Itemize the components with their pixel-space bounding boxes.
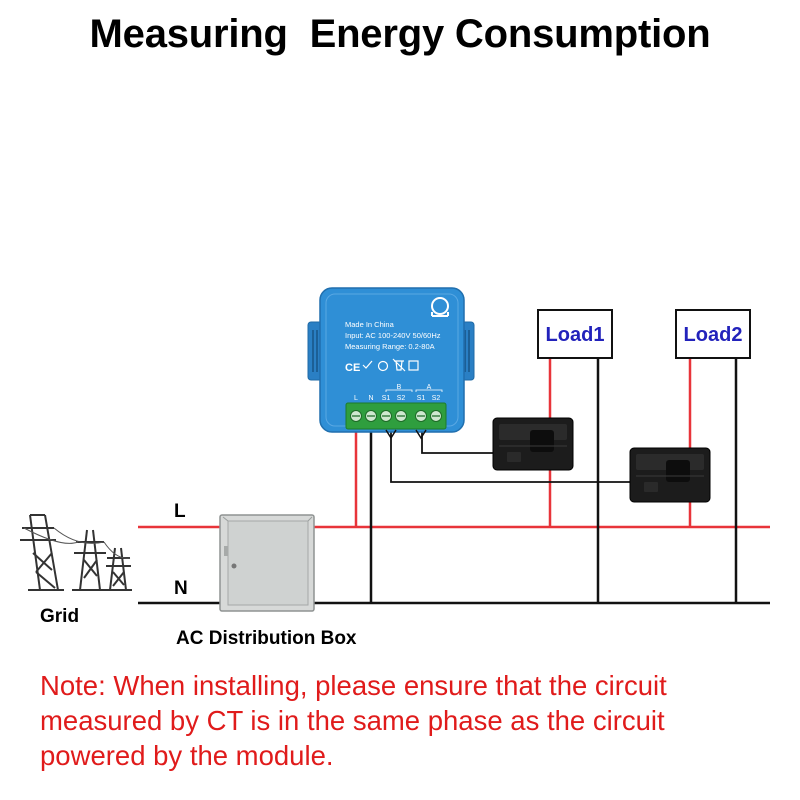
terminal-label-b-s2: S2 xyxy=(397,395,406,402)
load1-box: Load1 xyxy=(537,309,613,359)
terminal-screws xyxy=(350,410,442,422)
module-input-rating: Input: AC 100-240V 50/60Hz xyxy=(345,331,441,340)
ac-distribution-box xyxy=(219,514,315,612)
installation-note: Note: When installing, please ensure tha… xyxy=(40,668,760,773)
terminal-label-l: L xyxy=(354,395,358,402)
load2-box: Load2 xyxy=(675,309,751,359)
box-lock-icon xyxy=(231,563,237,569)
terminal-label-a-s2: S2 xyxy=(432,395,441,402)
tower-large xyxy=(20,514,64,591)
module-made-in: Made In China xyxy=(345,320,395,329)
neutral-line-label: N xyxy=(174,578,188,599)
grid-label: Grid xyxy=(40,606,79,627)
terminal-group-b-label: B xyxy=(397,384,402,391)
ce-mark: CE xyxy=(345,362,360,374)
note-text: When installing, please ensure that the … xyxy=(40,670,667,771)
ct-clamp-a xyxy=(492,417,574,471)
rohs-check-icon xyxy=(362,360,373,369)
grid-towers-icon xyxy=(20,514,132,591)
terminal-group-a-label: A xyxy=(427,384,432,391)
page-title: Measuring Energy Consumption xyxy=(89,12,711,56)
module-measuring-range: Measuring Range: 0.2-80A xyxy=(345,342,435,351)
load2-label: Load2 xyxy=(684,324,743,346)
ct-signal-wires xyxy=(390,432,630,483)
ul-mark-icon xyxy=(408,360,419,371)
ct-b-signal-wire xyxy=(390,432,630,483)
tower-medium xyxy=(72,529,108,591)
terminal-label-b-s1: S1 xyxy=(382,395,391,402)
tower-cables xyxy=(23,527,131,559)
live-line-label: L xyxy=(174,501,186,522)
terminal-label-n: N xyxy=(368,395,373,402)
certification-icons xyxy=(362,358,419,372)
load1-label: Load1 xyxy=(546,324,605,346)
recycle-icon xyxy=(377,360,389,372)
reset-button-icon xyxy=(431,297,449,315)
terminal-label-a-s1: S1 xyxy=(417,395,426,402)
ct-clamp-b xyxy=(629,447,711,503)
tower-small xyxy=(104,547,132,591)
distribution-box-label: AC Distribution Box xyxy=(176,628,357,649)
ct-a-signal-wire xyxy=(421,432,493,454)
weee-icon xyxy=(392,358,406,372)
energy-meter-module: Made In China Input: AC 100-240V 50/60Hz… xyxy=(307,287,475,440)
note-label: Note: xyxy=(40,670,106,701)
